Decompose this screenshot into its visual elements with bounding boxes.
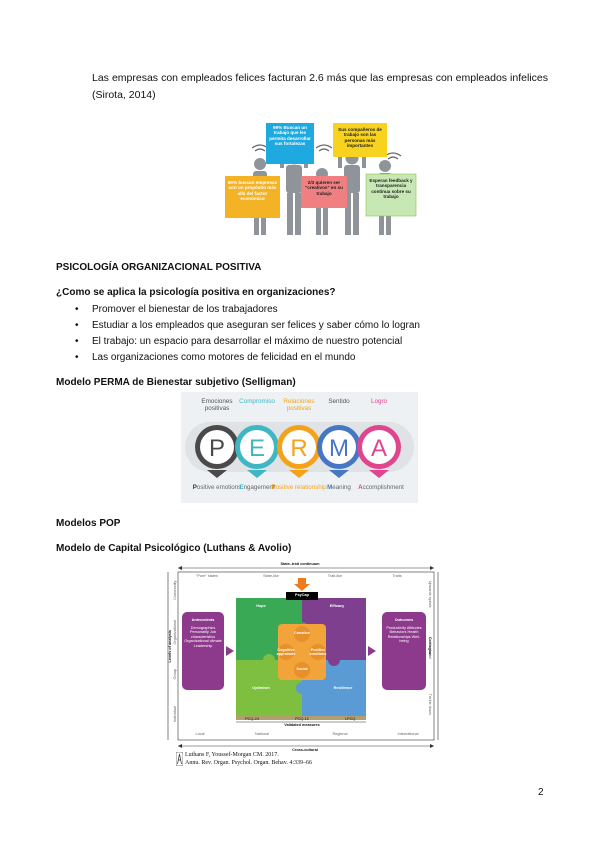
happy-workers-figure: 99% Buscan un trabajo que les permita de… — [222, 118, 420, 236]
citation: Luthans F, Youssef-Morgan CM. 2017. Annu… — [176, 751, 312, 767]
inner-label: Social — [296, 667, 308, 671]
top-tick: State-like — [263, 574, 279, 578]
quadrant-label: Optimism — [252, 686, 270, 690]
list-item: •Las organizaciones como motores de feli… — [75, 352, 356, 363]
quadrant-label: Efficacy — [329, 604, 345, 608]
perma-bottom-label: Accomplishment — [358, 484, 404, 491]
left-tick: Individual — [172, 706, 177, 723]
bullet-list: •Promover el bienestar de los trabajador… — [56, 302, 420, 366]
outcomes-box — [382, 612, 426, 690]
perma-figure: P E R M A Emociones positivas Compromiso… — [181, 392, 418, 503]
sign-4 — [301, 176, 347, 208]
perma-r — [277, 425, 321, 478]
outcomes-list: Productivity Attitudes Behaviors Health … — [386, 626, 422, 644]
quadrant-label: Hope — [256, 604, 266, 608]
workers-illustration — [225, 123, 417, 235]
perma-bottom-label: Meaning — [327, 484, 351, 491]
perma-circles: P E R M A — [185, 422, 414, 478]
sign-3 — [225, 176, 280, 218]
section-title: PSICOLOGÍA ORGANIZACIONAL POSITIVA — [56, 262, 262, 273]
bottom-tick: National — [255, 732, 269, 736]
perma-letter: E — [249, 435, 265, 462]
sign-5 — [365, 173, 417, 217]
left-axis-title: Levels of analysis — [167, 629, 172, 663]
perma-top-label: Sentido — [328, 398, 350, 405]
wifi-icon — [384, 152, 402, 160]
perma-letter: A — [371, 435, 387, 462]
right-tick: Trickle down — [428, 693, 433, 715]
antecedents-box — [182, 612, 224, 690]
inner-label: Conative — [293, 631, 311, 635]
center-block — [278, 624, 326, 680]
question-heading: ¿Como se aplica la psicología positiva e… — [56, 287, 336, 298]
perma-heading: Modelo PERMA de Bienestar subjetivo (Sel… — [56, 377, 296, 388]
antecedents-list: Demographics Personality Job characteris… — [184, 626, 222, 648]
perma-letter: P — [209, 435, 225, 462]
list-item: •Estudiar a los empleados que aseguran s… — [75, 320, 420, 331]
sign-2 — [333, 123, 387, 157]
perma-letter: M — [329, 435, 349, 462]
measure-label: I-PCQ — [344, 717, 356, 721]
perma-m — [317, 425, 361, 478]
perma-bottom-label: Engagement — [239, 484, 275, 491]
psycap-diagram — [167, 566, 439, 748]
citation-line: Annu. Rev. Organ. Psychol. Organ. Behav.… — [185, 760, 312, 766]
perma-top-label: Compromiso — [239, 398, 275, 405]
perma-top-label: Relaciones positivas — [283, 398, 315, 412]
psycap-figure: State–trait continuum "Pure" states Stat… — [160, 562, 440, 772]
left-tick: Group — [172, 668, 177, 680]
perma-top-label: Emociones positivas — [201, 398, 233, 412]
annual-reviews-logo-icon — [176, 752, 183, 766]
inner-label: Cognitive appraisals — [276, 648, 296, 657]
perma-e — [235, 425, 279, 478]
sign-1-text: 99% Buscan un trabajo que les permita de… — [269, 125, 311, 146]
bottom-tick: Local — [195, 732, 205, 736]
sign-1 — [266, 123, 314, 164]
top-tick: "Pure" states — [196, 574, 218, 578]
perma-top-label: Logro — [370, 398, 388, 405]
perma-a — [357, 425, 401, 478]
sign-3-text: 60% buscan empresas con un propósito más… — [227, 180, 278, 201]
measure-label: PCQ-24 — [245, 717, 259, 721]
perma-p — [195, 425, 239, 478]
right-tick: Upwards spirals — [428, 580, 433, 608]
perma-bottom-label: Positive relationship — [271, 484, 327, 491]
page-number: 2 — [538, 787, 544, 798]
bottom-tick: Regional — [332, 732, 348, 736]
quadrant-label: Resilience — [333, 686, 353, 690]
top-tick: Traits — [392, 574, 402, 578]
list-item: •El trabajo: un espacio para desarrollar… — [75, 336, 403, 347]
sign-5-text: Esperan feedback y transparencia continu… — [369, 178, 413, 199]
pop-heading: Modelos POP — [56, 518, 121, 529]
perma-letter: R — [290, 435, 307, 462]
psycap-label: PsyCap — [295, 593, 309, 597]
measures-caption: Validated measures — [284, 723, 320, 727]
bottom-axis-title: Cross-cultural — [292, 748, 318, 752]
top-tick: Trait-like — [327, 574, 343, 578]
down-arrow-icon — [294, 578, 310, 591]
left-tick: Organizational — [172, 619, 177, 645]
top-axis-title: State–trait continuum — [280, 562, 320, 566]
outcomes-title: Outcomes — [394, 618, 414, 622]
wifi-icon — [315, 144, 333, 152]
sign-2-text: Sus compañeros de trabajo son las person… — [338, 127, 382, 148]
psycap-label-box — [286, 592, 318, 600]
measure-label: PCQ-12 — [295, 717, 309, 721]
intro-paragraph: Las empresas con empleados felices factu… — [92, 72, 548, 101]
list-item: •Promover el bienestar de los trabajador… — [75, 304, 278, 315]
antecedents-title: Antecedents — [191, 618, 215, 622]
inner-label: Positive emotions — [309, 648, 327, 657]
wifi-icon — [251, 144, 269, 152]
bottom-tick: International — [397, 732, 419, 736]
citation-line: Luthans F, Youssef-Morgan CM. 2017. — [185, 752, 279, 758]
capital-heading: Modelo de Capital Psicológico (Luthans &… — [56, 543, 292, 554]
sign-4-text: 2/3 quieren ser "creativos" en su trabaj… — [305, 180, 343, 196]
right-tick: Horizontal — [428, 641, 433, 659]
left-tick: Community — [172, 580, 177, 600]
perma-bottom-label: Positive emotions — [192, 484, 242, 491]
